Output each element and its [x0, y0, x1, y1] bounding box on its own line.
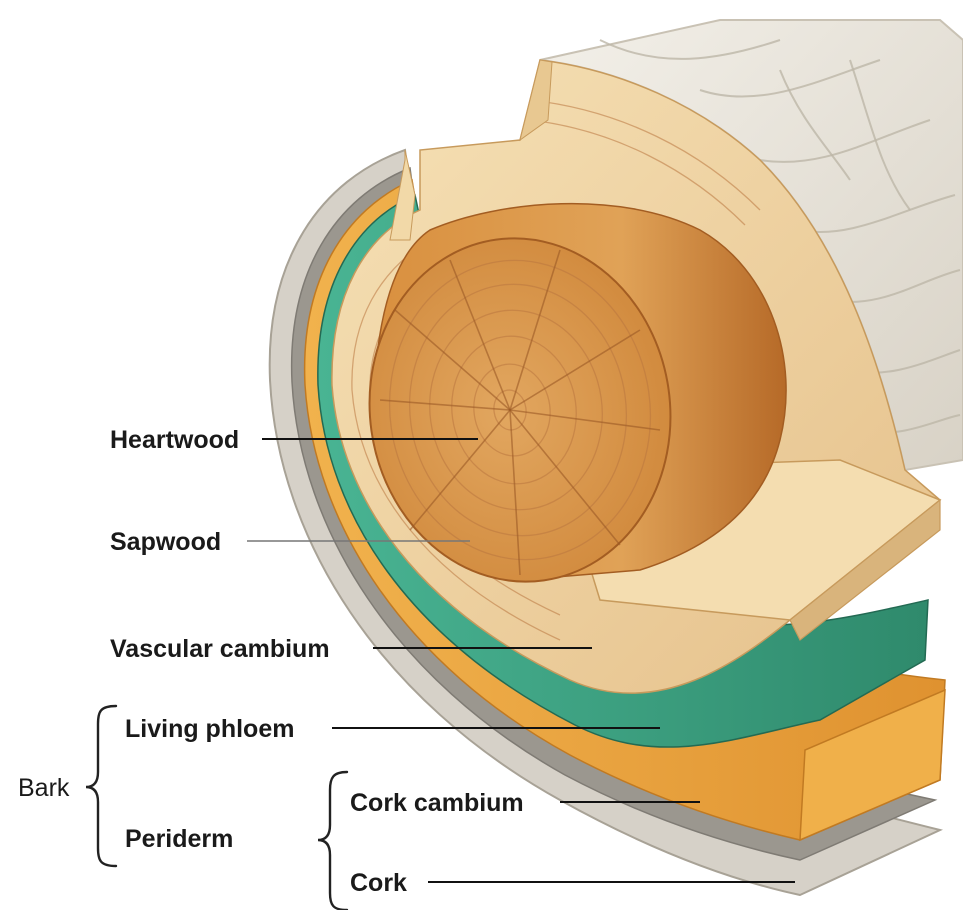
bark-brace [86, 706, 116, 866]
cork-cambium-label: Cork cambium [350, 789, 524, 817]
periderm-label: Periderm [125, 825, 233, 853]
sapwood-label: Sapwood [110, 528, 221, 556]
vascular-cambium-label: Vascular cambium [110, 635, 330, 663]
cork-label: Cork [350, 869, 407, 897]
heartwood-label: Heartwood [110, 426, 239, 454]
bark-label: Bark [18, 774, 70, 802]
periderm-brace [318, 772, 347, 910]
living-phloem-label: Living phloem [125, 715, 294, 743]
